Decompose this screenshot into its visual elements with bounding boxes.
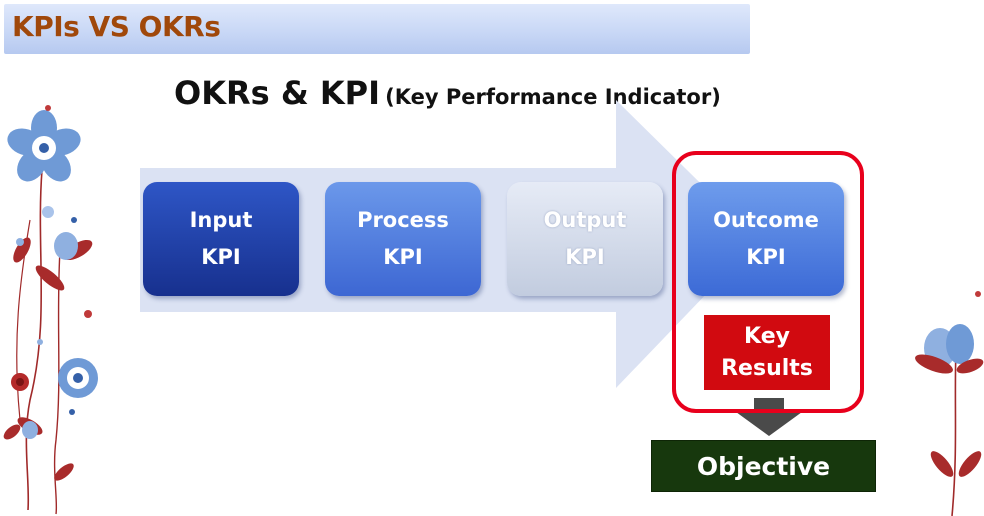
- key-results-line1: Key: [744, 323, 790, 349]
- stage-output-kpi: Output KPI: [507, 182, 663, 296]
- stage-outcome-kpi: Outcome KPI: [688, 182, 844, 296]
- stage-process-line1: Process: [357, 208, 449, 232]
- title-bar: KPIs VS OKRs: [4, 4, 750, 54]
- stage-output-line1: Output: [543, 208, 627, 232]
- stage-input-line2: KPI: [201, 245, 241, 269]
- objective-box: Objective: [651, 440, 876, 492]
- stage-outcome-line1: Outcome: [713, 208, 819, 232]
- stage-output-line2: KPI: [565, 245, 605, 269]
- key-results-box: Key Results: [704, 315, 830, 390]
- flower-decoration-left-icon: [3, 105, 98, 515]
- flower-decoration-right-icon: [915, 291, 984, 516]
- stage-process-kpi: Process KPI: [325, 182, 481, 296]
- stage-input-kpi: Input KPI: [143, 182, 299, 296]
- page-title: KPIs VS OKRs: [12, 10, 221, 43]
- subtitle-main: OKRs & KPI: [174, 74, 381, 112]
- stage-process-line2: KPI: [383, 245, 423, 269]
- key-results-line2: Results: [721, 355, 813, 381]
- diagram-subtitle: OKRs & KPI (Key Performance Indicator): [174, 74, 721, 112]
- down-arrow: [736, 398, 802, 436]
- subtitle-paren: (Key Performance Indicator): [385, 85, 721, 109]
- objective-label: Objective: [696, 451, 831, 481]
- outcome-highlight-frame: [672, 151, 864, 413]
- stage-outcome-line2: KPI: [746, 245, 786, 269]
- stage-input-line1: Input: [189, 208, 253, 232]
